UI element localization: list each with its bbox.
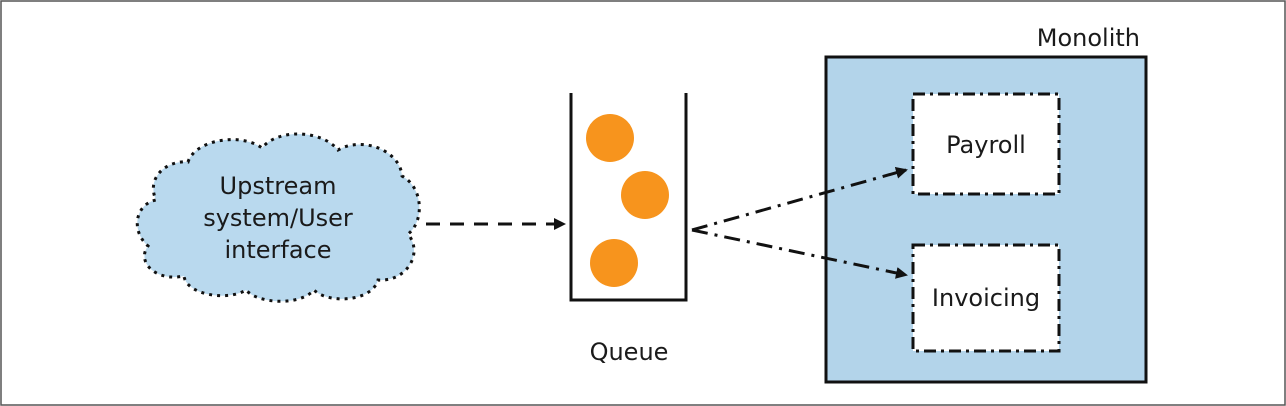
invoicing-module [911,243,1061,353]
arrow-queue-to-invoicing [691,228,908,279]
upstream-label-line2: system/User [203,204,353,232]
queue: Queue [569,93,688,366]
monolith: Monolith Payroll Invoicing [824,24,1148,384]
invoicing-label: Invoicing [932,284,1040,312]
queue-container [569,93,688,302]
upstream-system-cloud: Upstream system/User interface [135,132,421,303]
upstream-label-line3: interface [224,236,331,264]
payroll-module [911,92,1061,196]
cloud-shape [135,132,421,303]
queue-message-3 [590,239,638,287]
monolith-label: Monolith [1037,24,1140,52]
queue-message-2 [621,171,669,219]
upstream-label-line1: Upstream [220,172,337,200]
queue-label: Queue [590,338,669,366]
payroll-label: Payroll [946,131,1026,159]
queue-message-1 [586,114,634,162]
arrow-queue-to-payroll [691,166,908,232]
